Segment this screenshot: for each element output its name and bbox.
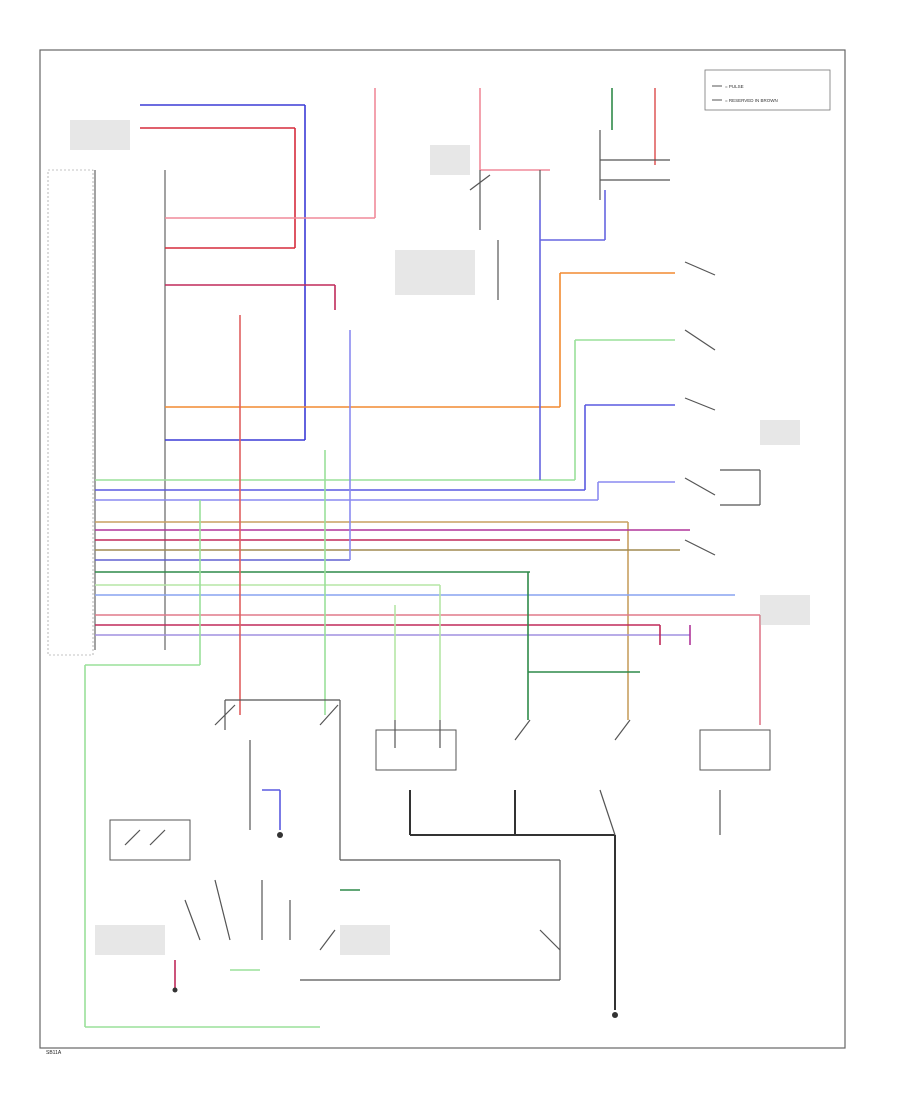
label-placeholders <box>70 120 810 955</box>
ground-symbols <box>172 832 618 1018</box>
module-connector-left <box>47 169 166 656</box>
wire-group-top-left <box>140 88 376 441</box>
right-switches <box>659 261 761 645</box>
top-switch-cluster <box>469 88 670 300</box>
legend-item-1: = PULSE <box>725 84 744 89</box>
wire-verticals-lower <box>84 200 761 1028</box>
door-lock-switch-row <box>375 719 771 1010</box>
lower-left-relays <box>109 699 561 990</box>
legend: = PULSE = RESERVED IN BROWN <box>704 69 831 111</box>
diagram-frame <box>39 49 846 1049</box>
legend-item-2: = RESERVED IN BROWN <box>725 98 778 103</box>
wire-bus-middle <box>95 272 760 720</box>
footer-code: SB11A <box>46 1050 62 1056</box>
